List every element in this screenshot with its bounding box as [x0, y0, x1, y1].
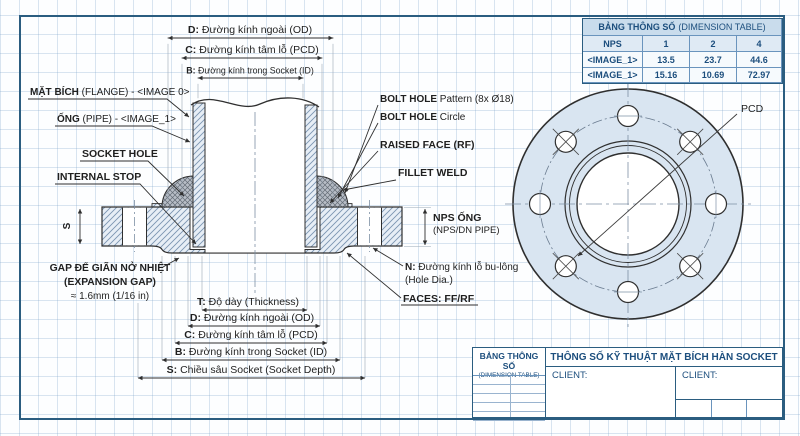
table-row1-val3: 44.6: [737, 52, 782, 68]
bolt-hole-sw: [552, 252, 580, 280]
title-block: BẢNG THÔNG SỐ (DIMENSION TABLE) THÔNG SỐ…: [472, 347, 783, 421]
fillet-weld-right: [316, 175, 349, 208]
table-row2-label: <IMAGE_1>: [583, 68, 643, 83]
table-row1-val2: 23.7: [690, 52, 737, 68]
table-header-col3: 4: [737, 36, 782, 52]
client-right-subcells: [676, 399, 782, 417]
table-header-nps: NPS: [583, 36, 643, 52]
expansion-gap-label-line3: ≈ 1.6mm (1/16 in): [71, 291, 149, 302]
title-block-table-cell: BẢNG THÔNG SỐ (DIMENSION TABLE): [473, 348, 546, 421]
title-block-minigrid: [473, 375, 545, 421]
fillet-weld-left: [161, 175, 194, 208]
dim-s-vertical: S: [62, 222, 73, 229]
sheet-border: [19, 15, 785, 420]
nps-pipe-label: NPS ỐNG: [433, 210, 481, 224]
expansion-gap-label-line1: GAP ĐỂ GIÃN NỞ NHIỆT: [50, 261, 171, 274]
table-header-col1: 1: [643, 36, 690, 52]
bolt-hole-ne: [676, 128, 704, 156]
nps-pipe-sublabel: (NPS/DN PIPE): [433, 225, 500, 236]
socket-hole-label: SOCKET HOLE: [82, 148, 158, 160]
dim-top-pcd: C: Đường kính tâm lỗ (PCD): [185, 43, 319, 56]
right-labels: BOLT HOLE Pattern (8x Ø18) BOLT HOLE Cir…: [329, 94, 518, 306]
table-header-col2: 2: [690, 36, 737, 52]
dim-thickness: T: Độ dày (Thickness): [197, 296, 299, 308]
pipe-label: ỐNG (PIPE) - <IMAGE_1>: [57, 111, 176, 125]
client-right-label: CLIENT:: [682, 370, 718, 381]
client-field-left: CLIENT:: [546, 366, 676, 417]
title-block-table-label: BẢNG THÔNG SỐ: [479, 351, 539, 371]
hole-dia-label: N: Đường kính lỗ bu-lông: [405, 260, 518, 273]
dimension-table: BẢNG THÔNG SỐ (DIMENSION TABLE) NPS 1 2 …: [582, 18, 783, 84]
dim-bottom-pcd: C: Đường kính tâm lỗ (PCD): [184, 328, 318, 341]
dim-top-od: D: Đường kính ngoài (OD): [188, 24, 312, 36]
client-field-right: CLIENT:: [676, 366, 782, 417]
hole-dia-sublabel: (Hole Dia.): [405, 275, 453, 286]
bolt-hole-se: [676, 252, 704, 280]
pipe-break-line: [190, 97, 320, 108]
bolt-hole-circle-label: BOLT HOLE Circle: [380, 112, 466, 123]
flange-label: MẶT BÍCH (FLANGE) - <IMAGE 0>: [30, 85, 190, 98]
drawing-title: THÔNG SỐ KỸ THUẬT MẶT BÍCH HÀN SOCKET: [546, 348, 782, 367]
table-row2-val1: 15.16: [643, 68, 690, 83]
dim-socket-depth: S: Chiều sâu Socket (Socket Depth): [167, 364, 336, 376]
bottom-dimensions: T: Độ dày (Thickness) D: Đường kính ngoà…: [137, 256, 366, 381]
pcd-label: PCD: [741, 103, 764, 115]
faces-label: FACES: FF/RF: [403, 293, 475, 305]
fillet-weld-label: FILLET WELD: [398, 167, 468, 179]
left-labels: MẶT BÍCH (FLANGE) - <IMAGE 0> ỐNG (PIPE)…: [28, 85, 197, 302]
expansion-gap-label-line2: (EXPANSION GAP): [64, 277, 156, 288]
internal-stop-label: INTERNAL STOP: [57, 171, 141, 183]
table-row1-label: <IMAGE_1>: [583, 52, 643, 68]
cross-section-view: [101, 97, 403, 296]
table-row1-val1: 13.5: [643, 52, 690, 68]
table-row2-val3: 72.97: [737, 68, 782, 83]
dimension-table-title: BẢNG THÔNG SỐ (DIMENSION TABLE): [583, 19, 782, 36]
pipe-silhouette: [193, 98, 317, 247]
raised-face-label: RAISED FACE (RF): [380, 139, 475, 151]
side-dimensions: S NPS ỐNG (NPS/DN PIPE): [62, 207, 500, 247]
bolt-hole-pattern-label: BOLT HOLE Pattern (8x Ø18): [380, 94, 514, 105]
dim-top-id: B: Đường kính trong Socket (ID): [186, 66, 314, 76]
pipe-wall-right: [304, 104, 318, 248]
top-dimensions: D: Đường kính ngoài (OD) C: Đường kính t…: [167, 24, 334, 201]
front-view: PCD: [505, 81, 764, 327]
pipe-wall-left: [192, 102, 206, 248]
dim-bottom-od: D: Đường kính ngoài (OD): [190, 312, 314, 324]
table-row2-val2: 10.69: [690, 68, 737, 83]
pcd-leader-line: [577, 113, 738, 257]
bolt-hole-nw: [552, 128, 580, 156]
dim-bottom-id: B: Đường kính trong Socket (ID): [175, 346, 327, 358]
